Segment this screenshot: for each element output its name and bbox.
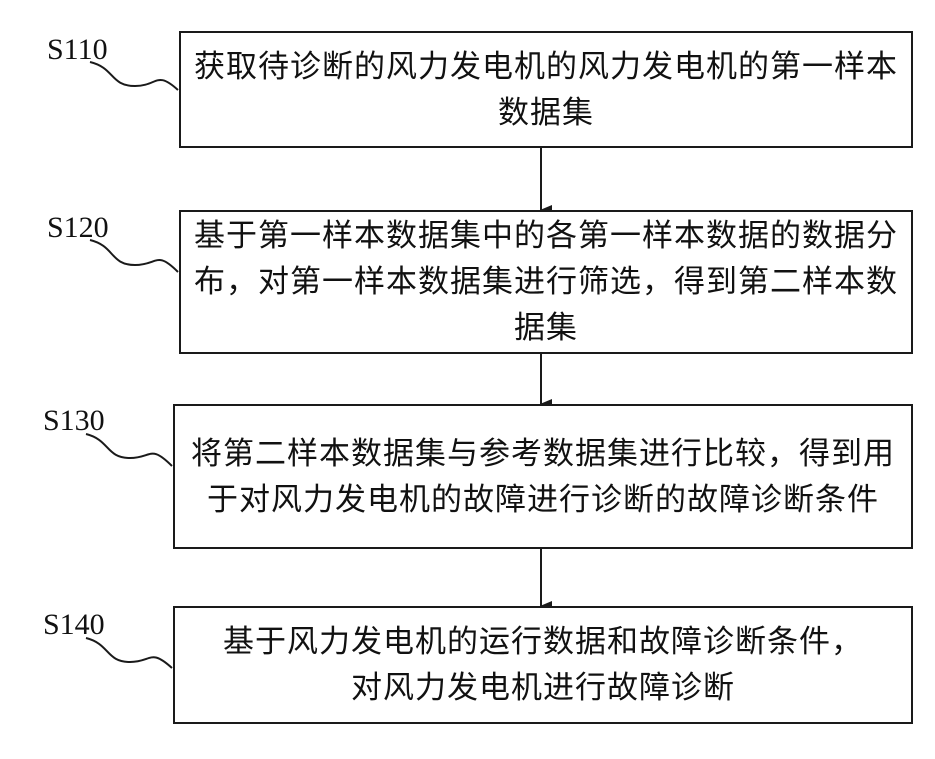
step-box-s140: 基于风力发电机的运行数据和故障诊断条件，对风力发电机进行故障诊断 xyxy=(173,606,913,724)
step-text-s120: 基于第一样本数据集中的各第一样本数据的数据分布，对第一样本数据集进行筛选，得到第… xyxy=(191,213,901,351)
step-text-s140: 基于风力发电机的运行数据和故障诊断条件，对风力发电机进行故障诊断 xyxy=(223,619,863,711)
step-id-s120: S120 xyxy=(47,213,109,243)
step-text-s110: 获取待诊断的风力发电机的风力发电机的第一样本数据集 xyxy=(191,44,901,136)
leader-line-s120 xyxy=(90,240,178,272)
step-box-s120: 基于第一样本数据集中的各第一样本数据的数据分布，对第一样本数据集进行筛选，得到第… xyxy=(179,210,913,354)
leader-line-s140 xyxy=(86,638,172,668)
step-box-s130: 将第二样本数据集与参考数据集进行比较，得到用于对风力发电机的故障进行诊断的故障诊… xyxy=(173,404,913,549)
step-text-s130: 将第二样本数据集与参考数据集进行比较，得到用于对风力发电机的故障进行诊断的故障诊… xyxy=(185,431,901,523)
leader-line-s110 xyxy=(90,62,178,90)
step-id-s110: S110 xyxy=(47,35,108,65)
step-box-s110: 获取待诊断的风力发电机的风力发电机的第一样本数据集 xyxy=(179,31,913,148)
leader-line-s130 xyxy=(86,434,172,466)
step-id-s140: S140 xyxy=(43,610,105,640)
step-id-s130: S130 xyxy=(43,406,105,436)
